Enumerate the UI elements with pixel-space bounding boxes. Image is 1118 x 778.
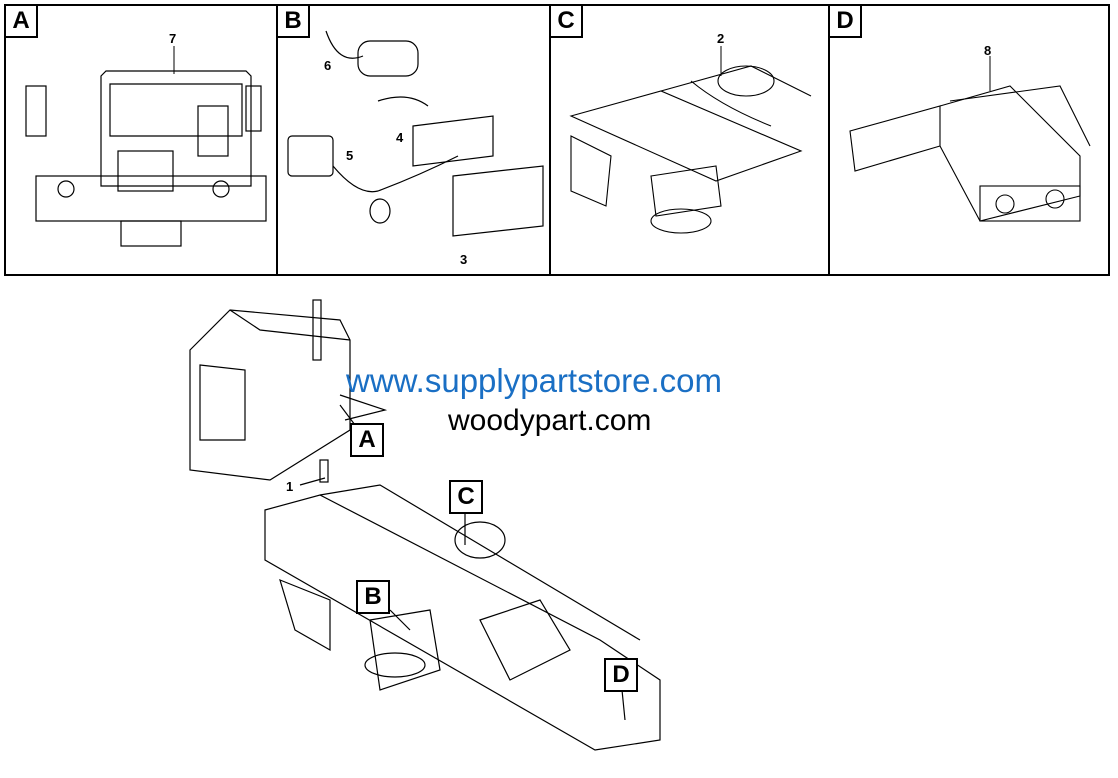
panel-label-b: B <box>276 4 310 38</box>
detail-panel-b: B 6 4 5 3 <box>276 4 551 276</box>
locator-c[interactable]: C <box>449 480 483 514</box>
callout-5: 5 <box>346 148 354 163</box>
detail-panel-d: D 8 <box>828 4 1110 276</box>
callout-1: 1 <box>286 479 294 494</box>
callout-3: 3 <box>460 252 468 267</box>
detail-panel-a: A 7 <box>4 4 278 276</box>
rear-frame-drawing <box>849 56 1091 222</box>
locator-d[interactable]: D <box>604 658 638 692</box>
locator-b[interactable]: B <box>356 580 390 614</box>
callout-8: 8 <box>984 43 992 58</box>
panel-label-d: D <box>828 4 862 38</box>
cab-front-drawing <box>25 46 267 247</box>
callout-4: 4 <box>396 130 404 145</box>
callout-2: 2 <box>717 31 725 46</box>
callout-7: 7 <box>169 31 177 46</box>
detail-panel-c: C 2 <box>549 4 830 276</box>
panel-label-c: C <box>549 4 583 38</box>
locator-a[interactable]: A <box>350 423 384 457</box>
battery-starter-drawing <box>287 30 544 237</box>
watermark-primary: www.supplypartstore.com <box>346 362 722 399</box>
panel-label-a: A <box>4 4 38 38</box>
frame-harness-drawing <box>569 46 812 234</box>
watermark-secondary: woodypart.com <box>448 404 652 437</box>
callout-6: 6 <box>324 58 332 73</box>
